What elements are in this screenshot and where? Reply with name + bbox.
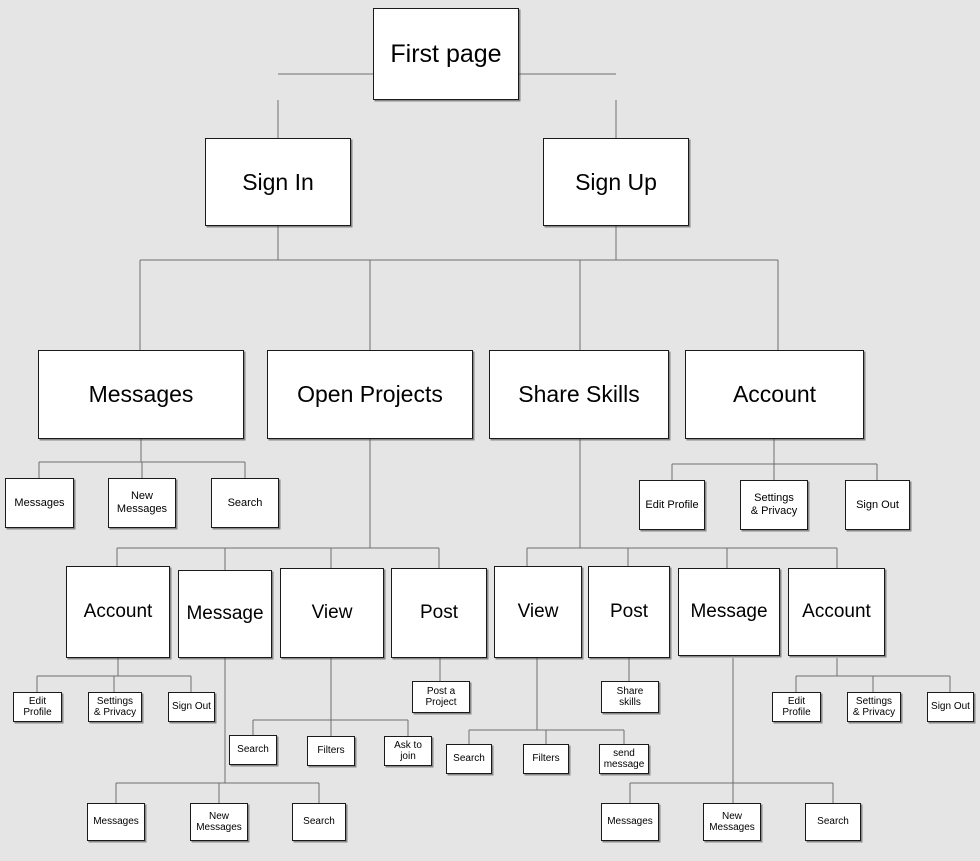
node-opa-sign-out[interactable]: Sign Out bbox=[168, 692, 215, 722]
node-label: Sign Out bbox=[931, 701, 970, 713]
node-label: Account bbox=[83, 601, 153, 623]
node-label: Search bbox=[453, 753, 485, 765]
node-label: Messages bbox=[93, 816, 139, 828]
node-label: Edit Profile bbox=[23, 695, 52, 719]
node-ssv-send-message[interactable]: send message bbox=[599, 744, 649, 774]
node-acct-settings[interactable]: Settings & Privacy bbox=[740, 480, 808, 530]
node-ssm-search[interactable]: Search bbox=[805, 803, 861, 841]
node-label: First page bbox=[390, 39, 502, 68]
node-ss-post[interactable]: Post bbox=[588, 566, 670, 658]
node-label: Settings & Privacy bbox=[852, 695, 896, 719]
node-msg-new-messages[interactable]: New Messages bbox=[108, 478, 176, 528]
node-label: Message bbox=[186, 603, 264, 625]
node-label: New Messages bbox=[709, 810, 755, 834]
node-ssm-messages[interactable]: Messages bbox=[601, 803, 659, 841]
node-label: Message bbox=[690, 601, 768, 623]
node-label: Share Skills bbox=[518, 381, 640, 408]
node-label: New Messages bbox=[116, 490, 168, 515]
node-label: Post bbox=[419, 602, 459, 624]
node-opv-filters[interactable]: Filters bbox=[307, 736, 355, 766]
node-op-message[interactable]: Message bbox=[178, 570, 272, 658]
node-sign-in[interactable]: Sign In bbox=[205, 138, 351, 226]
node-opv-ask-to-join[interactable]: Ask to join bbox=[384, 736, 432, 766]
node-label: View bbox=[517, 601, 559, 623]
node-messages[interactable]: Messages bbox=[38, 350, 244, 439]
node-op-post[interactable]: Post bbox=[391, 568, 487, 658]
node-label: Messages bbox=[14, 496, 65, 509]
node-label: send message bbox=[603, 747, 645, 771]
node-ss-view[interactable]: View bbox=[494, 566, 582, 658]
node-label: Search bbox=[817, 816, 849, 828]
node-op-post-a-project[interactable]: Post a Project bbox=[412, 681, 470, 713]
node-label: Filters bbox=[532, 753, 560, 765]
node-acct-sign-out[interactable]: Sign Out bbox=[845, 480, 910, 530]
node-label: Account bbox=[802, 601, 871, 623]
node-label: Share skills bbox=[616, 685, 644, 709]
node-account-top[interactable]: Account bbox=[685, 350, 864, 439]
node-ssa-sign-out[interactable]: Sign Out bbox=[927, 692, 974, 722]
node-label: Settings & Privacy bbox=[93, 695, 137, 719]
node-ss-message[interactable]: Message bbox=[678, 568, 780, 656]
node-opa-settings[interactable]: Settings & Privacy bbox=[88, 692, 142, 722]
node-label: Messages bbox=[88, 381, 194, 408]
node-ss-share-skills[interactable]: Share skills bbox=[601, 681, 659, 713]
node-label: Search bbox=[227, 496, 263, 509]
node-label: New Messages bbox=[196, 810, 242, 834]
node-msg-messages[interactable]: Messages bbox=[5, 478, 74, 528]
node-label: Sign In bbox=[242, 168, 314, 195]
node-label: View bbox=[311, 602, 353, 624]
node-label: Ask to join bbox=[394, 739, 422, 763]
node-label: Open Projects bbox=[297, 381, 443, 408]
node-label: Filters bbox=[317, 745, 345, 757]
node-op-view[interactable]: View bbox=[280, 568, 384, 658]
node-label: Edit Profile bbox=[782, 695, 811, 719]
node-msg-search[interactable]: Search bbox=[211, 478, 279, 528]
node-ssm-new-messages[interactable]: New Messages bbox=[703, 803, 761, 841]
node-ssv-filters[interactable]: Filters bbox=[523, 744, 569, 774]
node-op-account[interactable]: Account bbox=[66, 566, 170, 658]
node-label: Edit Profile bbox=[645, 498, 699, 511]
node-opm-messages[interactable]: Messages bbox=[87, 803, 145, 841]
node-label: Account bbox=[732, 381, 817, 408]
node-label: Search bbox=[237, 744, 269, 756]
node-ss-account[interactable]: Account bbox=[788, 568, 885, 656]
node-label: Sign Up bbox=[575, 168, 657, 195]
node-label: Sign Out bbox=[172, 701, 211, 713]
node-ssa-edit-profile[interactable]: Edit Profile bbox=[772, 692, 821, 722]
node-ssa-settings[interactable]: Settings & Privacy bbox=[847, 692, 901, 722]
node-share-skills[interactable]: Share Skills bbox=[489, 350, 669, 439]
node-sign-up[interactable]: Sign Up bbox=[543, 138, 689, 226]
node-ssv-search[interactable]: Search bbox=[446, 744, 492, 774]
node-opv-search[interactable]: Search bbox=[229, 735, 277, 765]
node-label: Messages bbox=[607, 816, 653, 828]
node-label: Settings & Privacy bbox=[750, 492, 798, 517]
node-acct-edit-profile[interactable]: Edit Profile bbox=[639, 480, 705, 530]
node-open-projects[interactable]: Open Projects bbox=[267, 350, 473, 439]
node-label: Post bbox=[609, 601, 649, 623]
node-opa-edit-profile[interactable]: Edit Profile bbox=[13, 692, 62, 722]
node-first-page[interactable]: First page bbox=[373, 8, 519, 100]
node-opm-new-messages[interactable]: New Messages bbox=[190, 803, 248, 841]
node-label: Search bbox=[303, 816, 335, 828]
node-label: Sign Out bbox=[856, 498, 899, 511]
node-label: Post a Project bbox=[425, 685, 457, 709]
node-opm-search[interactable]: Search bbox=[292, 803, 346, 841]
